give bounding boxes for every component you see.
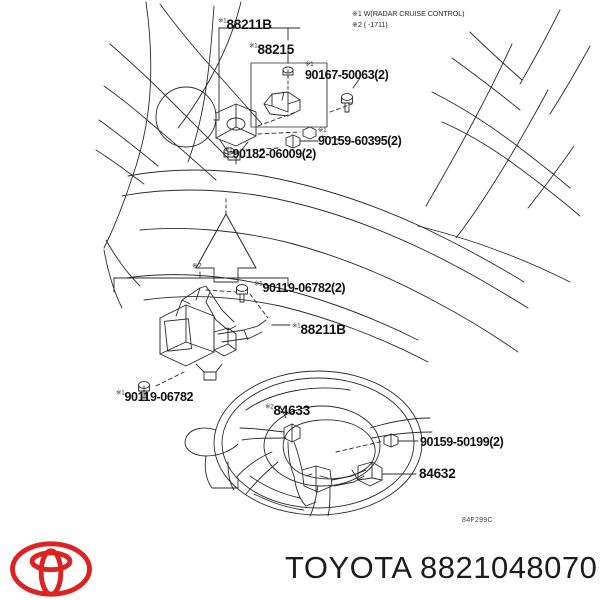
callout-90182-06009: ※190182-06009(2) <box>224 146 316 162</box>
footer-brand-and-part: TOYOTA 8821048070 <box>285 550 598 585</box>
legend-block: ※1 W(RADAR CRUISE CONTROL) ※2 ( -1711) <box>352 8 465 30</box>
part-number: 88211B <box>226 17 272 32</box>
callout-90119-06782: ※190119-06782 <box>116 389 193 405</box>
callout-90119-06782-qty2: ※190119-06782(2) <box>254 280 346 296</box>
part-number: 88215 <box>257 42 295 57</box>
bracket-detail-box <box>250 62 328 140</box>
drawing-code: 84F299C <box>462 517 493 524</box>
part-number: 90167-50063(2) <box>305 67 389 82</box>
top-assembly-leaders <box>245 103 353 151</box>
toyota-oval-logo <box>10 541 92 597</box>
group-marker-2: ※2 <box>192 263 202 270</box>
cruise-control-switch-assembly <box>239 423 383 507</box>
steering-leaders <box>335 440 385 453</box>
legend-line-2: ※2 ( -1711) <box>352 20 388 30</box>
part-number: 90159-50199(2) <box>420 435 504 449</box>
bolt-90182-06009 <box>223 147 235 158</box>
ref-marker: ※1 <box>116 389 125 397</box>
ref-marker: ※1 <box>224 146 233 154</box>
legend-line-1: ※1 W(RADAR CRUISE CONTROL) <box>352 9 465 18</box>
ref-marker: ※1 <box>254 280 263 288</box>
top-label-brackets <box>218 27 301 64</box>
ref-marker: ※1 <box>249 42 258 50</box>
mid-assembly-leaders <box>155 289 269 387</box>
callout-88211b-mid: ※188211B <box>292 322 346 338</box>
part-number: 84633 <box>273 403 311 418</box>
part-number: 90119-06782 <box>124 390 194 404</box>
bolt-90159-60395 <box>285 134 301 149</box>
callout-90159-60395: ※1 90159-60395(2) <box>318 127 402 148</box>
callout-88211b-top: ※188211B <box>218 17 272 33</box>
callout-84633: ※284633 <box>265 403 310 419</box>
ref-marker: ※1 <box>318 127 327 134</box>
part-number: 90182-06009(2) <box>232 147 316 161</box>
bolt-90167-50063 <box>341 93 353 113</box>
part-number: 90119-06782(2) <box>262 281 346 295</box>
part-number: 84632 <box>419 466 456 481</box>
callout-84632: 84632 <box>419 466 456 482</box>
ref-marker: ※1 <box>305 61 314 68</box>
ref-marker: ※2 <box>265 403 274 411</box>
callout-90159-50199: 90159-50199(2) <box>420 434 504 450</box>
radar-sensor-module-top <box>215 103 257 161</box>
part-number: 88211B <box>300 322 346 337</box>
steering-wheel-illustration <box>184 370 433 517</box>
front-bumper-illustration <box>95 1 591 363</box>
footer-bar: TOYOTA 8821048070 <box>0 536 600 600</box>
ref-marker: ※1 <box>292 322 301 330</box>
bolt-mid-right <box>236 284 248 303</box>
ref-marker: ※1 <box>218 17 227 25</box>
radar-sensor-module-mid <box>159 285 267 381</box>
callout-90167-50063: ※1 90167-50063(2) <box>305 61 389 82</box>
mid-group-bracket <box>113 271 289 293</box>
screw-90159-50199 <box>383 433 399 448</box>
callout-88215: ※188215 <box>249 42 294 58</box>
part-number: 90159-60395(2) <box>318 133 402 148</box>
